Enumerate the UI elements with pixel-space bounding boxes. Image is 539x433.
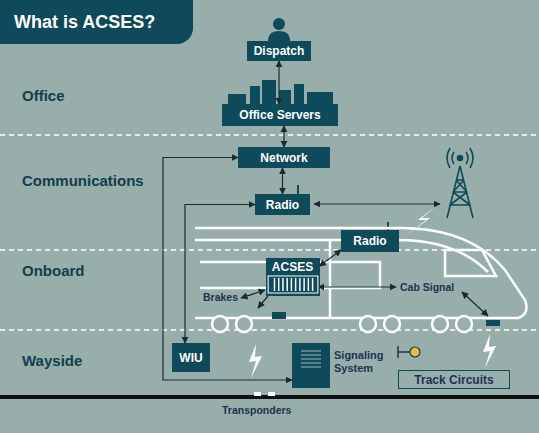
track-circuit-box: Track Circuits xyxy=(398,370,510,389)
box-label: Radio xyxy=(266,198,299,212)
network-box: Network xyxy=(238,147,330,168)
dispatcher-icon xyxy=(268,18,290,41)
radio-antennas xyxy=(298,185,388,231)
part-label: Brakes xyxy=(203,291,238,303)
box-label: WIU xyxy=(179,351,202,365)
cab-signal-pickup xyxy=(486,320,500,326)
part-label: Cab Signal xyxy=(400,281,454,293)
server-box: Office Servers xyxy=(222,104,338,126)
train-wheels xyxy=(212,316,472,332)
lightning-bolts xyxy=(249,206,496,378)
radio-box: Radio xyxy=(341,230,399,252)
title-tab: What is ACSES? xyxy=(0,0,193,44)
acses-unit: ACSES xyxy=(266,258,320,296)
wiu-box: WIU xyxy=(172,343,210,372)
connector xyxy=(283,126,284,147)
radio-box: Radio xyxy=(255,194,310,215)
connector xyxy=(185,205,255,344)
signaling-box: Signaling System xyxy=(292,343,330,388)
part-label: Transponders xyxy=(222,404,291,416)
connector xyxy=(282,168,283,194)
title-text: What is ACSES? xyxy=(0,12,155,33)
box-label: Radio xyxy=(353,234,386,248)
signal-symbol xyxy=(398,346,420,358)
box-label: Office Servers xyxy=(239,108,320,122)
box-label: Track Circuits xyxy=(414,373,493,387)
box-label: Network xyxy=(260,151,307,165)
connector xyxy=(320,250,342,266)
transponder-marks xyxy=(254,392,275,396)
connector xyxy=(278,61,279,104)
dispatch-box: Dispatch xyxy=(247,41,311,61)
row-label: Office xyxy=(22,87,65,104)
box-caption: Signaling System xyxy=(334,349,396,374)
box-detail xyxy=(292,343,330,388)
server-building-icon xyxy=(228,80,333,104)
row-label: Onboard xyxy=(22,262,85,279)
row-label: Wayside xyxy=(22,352,82,369)
box-label: ACSES xyxy=(272,260,313,274)
train-outline xyxy=(195,228,526,318)
box-label: Dispatch xyxy=(254,44,305,58)
radio-tower xyxy=(447,148,473,218)
row-separators xyxy=(0,135,539,330)
antenna-reader xyxy=(272,312,286,319)
radio-link xyxy=(314,203,440,204)
row-label: Communications xyxy=(22,172,144,189)
